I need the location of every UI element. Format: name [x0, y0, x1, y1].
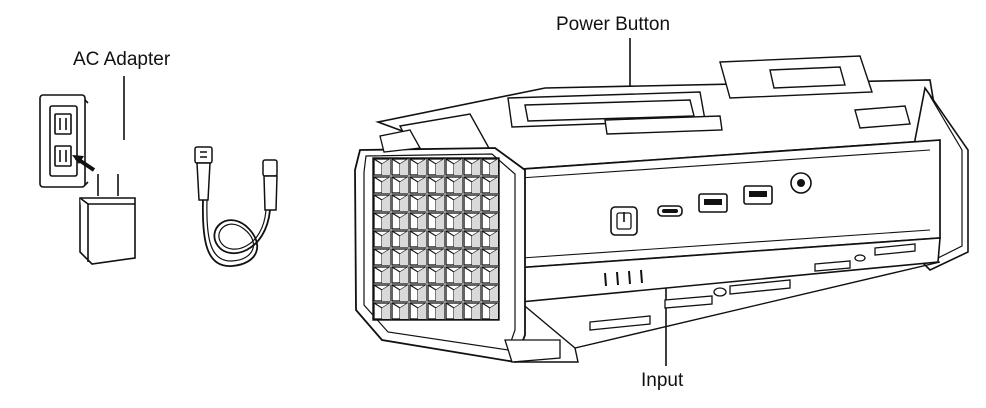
- wall-outlet-icon: [39, 94, 89, 188]
- input-label: Input: [641, 370, 684, 391]
- plug-in-arrow-icon: [72, 155, 96, 172]
- bottom-vents: [589, 243, 916, 331]
- ac-adapter-icon: [79, 174, 136, 265]
- usb-cable-icon: [194, 146, 278, 267]
- power-bank-device: ⚡: [354, 55, 969, 364]
- ac-adapter-label: AC Adapter: [73, 49, 171, 70]
- led-indicators: [604, 269, 643, 287]
- power-button-label: Power Button: [556, 14, 670, 35]
- studded-grip-panel: [372, 157, 500, 321]
